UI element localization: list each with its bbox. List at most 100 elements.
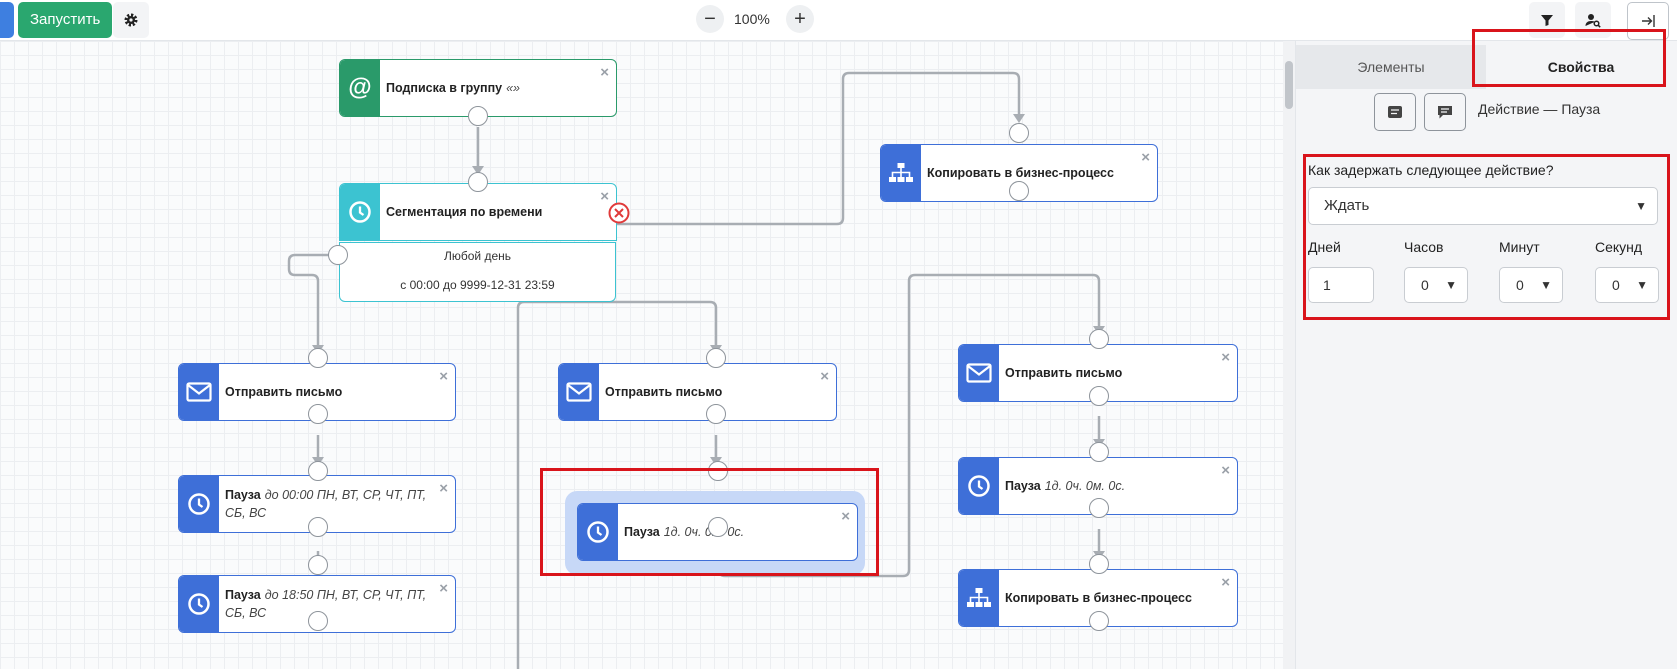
port-send-mid-in[interactable] xyxy=(706,348,726,368)
port-send-right-out[interactable] xyxy=(1089,386,1109,406)
node-title: Пауза xyxy=(1005,479,1041,493)
error-port-icon[interactable] xyxy=(608,202,630,224)
arrow-seg xyxy=(472,166,484,175)
port-pause-right-out[interactable] xyxy=(1089,498,1109,518)
action-title: Действие — Пауза xyxy=(1478,101,1601,117)
chat-icon xyxy=(1438,106,1452,119)
node-subscribe[interactable]: @ Подписка в группу«» × xyxy=(339,59,617,117)
node-title: Отправить письмо xyxy=(605,385,723,399)
node-title: Пауза xyxy=(624,525,660,539)
port-send-mid-out[interactable] xyxy=(706,404,726,424)
delay-question: Как задержать следующее действие? xyxy=(1308,162,1554,178)
node-send-email-mid[interactable]: Отправить письмо × xyxy=(558,363,837,421)
port-segmentation-in[interactable] xyxy=(468,172,488,192)
canvas-scrollbar[interactable] xyxy=(1283,41,1295,669)
port-pause-mid-out[interactable] xyxy=(708,517,728,537)
close-icon[interactable]: × xyxy=(820,368,829,385)
node-detail: 1д. 0ч. 0м. 0с. xyxy=(1044,479,1126,493)
chevron-down-icon: ▼ xyxy=(1445,278,1457,292)
workflow-canvas[interactable]: @ Подписка в группу«» × Сегментация по в… xyxy=(0,41,1295,669)
tab-elements[interactable]: Элементы xyxy=(1296,45,1486,89)
node-send-email-left[interactable]: Отправить письмо × xyxy=(178,363,456,421)
port-copy-bottom-out[interactable] xyxy=(1089,611,1109,631)
port-copy-top-out[interactable] xyxy=(1009,181,1029,201)
clock-icon xyxy=(188,593,210,615)
wire-seg-send-left xyxy=(287,253,338,351)
minutes-value: 0 xyxy=(1516,277,1524,293)
close-icon[interactable]: × xyxy=(439,580,448,597)
exit-panel-icon xyxy=(1642,15,1655,27)
user-search-button[interactable] xyxy=(1575,2,1611,38)
back-button[interactable] xyxy=(0,2,14,38)
close-icon[interactable]: × xyxy=(1221,574,1230,591)
seconds-select[interactable]: 0 ▼ xyxy=(1595,267,1659,303)
close-icon[interactable]: × xyxy=(841,508,850,525)
close-icon[interactable]: × xyxy=(1221,462,1230,479)
gear-icon xyxy=(124,13,138,27)
zoom-out-button[interactable]: − xyxy=(696,5,724,33)
note-button[interactable] xyxy=(1424,93,1466,131)
delay-mode-value: Ждать xyxy=(1324,197,1370,214)
minutes-select[interactable]: 0 ▼ xyxy=(1499,267,1563,303)
envelope-icon xyxy=(566,382,592,402)
minutes-label: Минут xyxy=(1499,239,1540,255)
close-icon[interactable]: × xyxy=(1221,349,1230,366)
comment-button[interactable] xyxy=(1374,93,1416,131)
chevron-down-icon: ▼ xyxy=(1636,278,1648,292)
port-pause-left-2-in[interactable] xyxy=(308,555,328,575)
arrow-copy xyxy=(1013,114,1025,123)
port-pause-right-in[interactable] xyxy=(1089,442,1109,462)
port-pause-left-1-out[interactable] xyxy=(308,517,328,537)
delay-mode-select[interactable]: Ждать ▼ xyxy=(1308,187,1658,225)
port-pause-mid-in[interactable] xyxy=(708,461,728,481)
days-label: Дней xyxy=(1308,239,1341,255)
top-toolbar: Запустить − 100% + xyxy=(0,0,1677,41)
port-send-left-in[interactable] xyxy=(308,348,328,368)
node-segmentation[interactable]: Сегментация по времени × xyxy=(339,183,617,241)
port-send-left-out[interactable] xyxy=(308,404,328,424)
hours-label: Часов xyxy=(1404,239,1444,255)
zoom-level: 100% xyxy=(734,11,770,27)
node-copy-process-bottom[interactable]: Копировать в бизнес-процесс × xyxy=(958,569,1238,627)
port-copy-top-in[interactable] xyxy=(1009,123,1029,143)
clock-icon xyxy=(188,493,210,515)
filter-button[interactable] xyxy=(1529,2,1565,38)
run-button[interactable]: Запустить xyxy=(18,2,113,38)
at-sign-icon: @ xyxy=(348,74,372,101)
chevron-down-icon: ▼ xyxy=(1635,199,1647,213)
close-icon[interactable]: × xyxy=(439,480,448,497)
envelope-icon xyxy=(966,363,992,383)
node-title: Пауза xyxy=(225,488,261,502)
hierarchy-icon xyxy=(889,163,913,182)
scrollbar-thumb[interactable] xyxy=(1285,61,1293,109)
node-title: Копировать в бизнес-процесс xyxy=(1005,591,1192,605)
chevron-down-icon: ▼ xyxy=(1540,278,1552,292)
port-copy-bottom-in[interactable] xyxy=(1089,554,1109,574)
port-segmentation-out[interactable] xyxy=(328,245,348,265)
hours-value: 0 xyxy=(1421,277,1429,293)
close-icon[interactable]: × xyxy=(600,188,609,205)
node-detail: «» xyxy=(506,81,521,95)
port-send-right-in[interactable] xyxy=(1089,329,1109,349)
seconds-value: 0 xyxy=(1612,277,1620,293)
hours-select[interactable]: 0 ▼ xyxy=(1404,267,1468,303)
close-icon[interactable]: × xyxy=(439,368,448,385)
node-title: Пауза xyxy=(225,588,261,602)
close-icon[interactable]: × xyxy=(1141,149,1150,166)
tab-properties[interactable]: Свойства xyxy=(1486,45,1676,89)
close-icon[interactable]: × xyxy=(600,64,609,81)
node-title: Отправить письмо xyxy=(1005,366,1123,380)
hierarchy-icon xyxy=(967,588,991,607)
clock-icon xyxy=(968,475,990,497)
port-pause-left-2-out[interactable] xyxy=(308,611,328,631)
wire-seg-copy xyxy=(616,71,1021,226)
zoom-in-button[interactable]: + xyxy=(786,5,814,33)
port-pause-left-1-in[interactable] xyxy=(308,461,328,481)
node-title: Подписка в группу xyxy=(386,81,503,95)
node-detail: до 00:00 ПН, ВТ, СР, ЧТ, ПТ, СБ, ВС xyxy=(225,488,427,520)
exit-panel-button[interactable] xyxy=(1627,2,1669,40)
port-subscribe-out[interactable] xyxy=(468,106,488,126)
days-input[interactable]: 1 xyxy=(1308,267,1374,303)
settings-button[interactable] xyxy=(113,2,149,38)
